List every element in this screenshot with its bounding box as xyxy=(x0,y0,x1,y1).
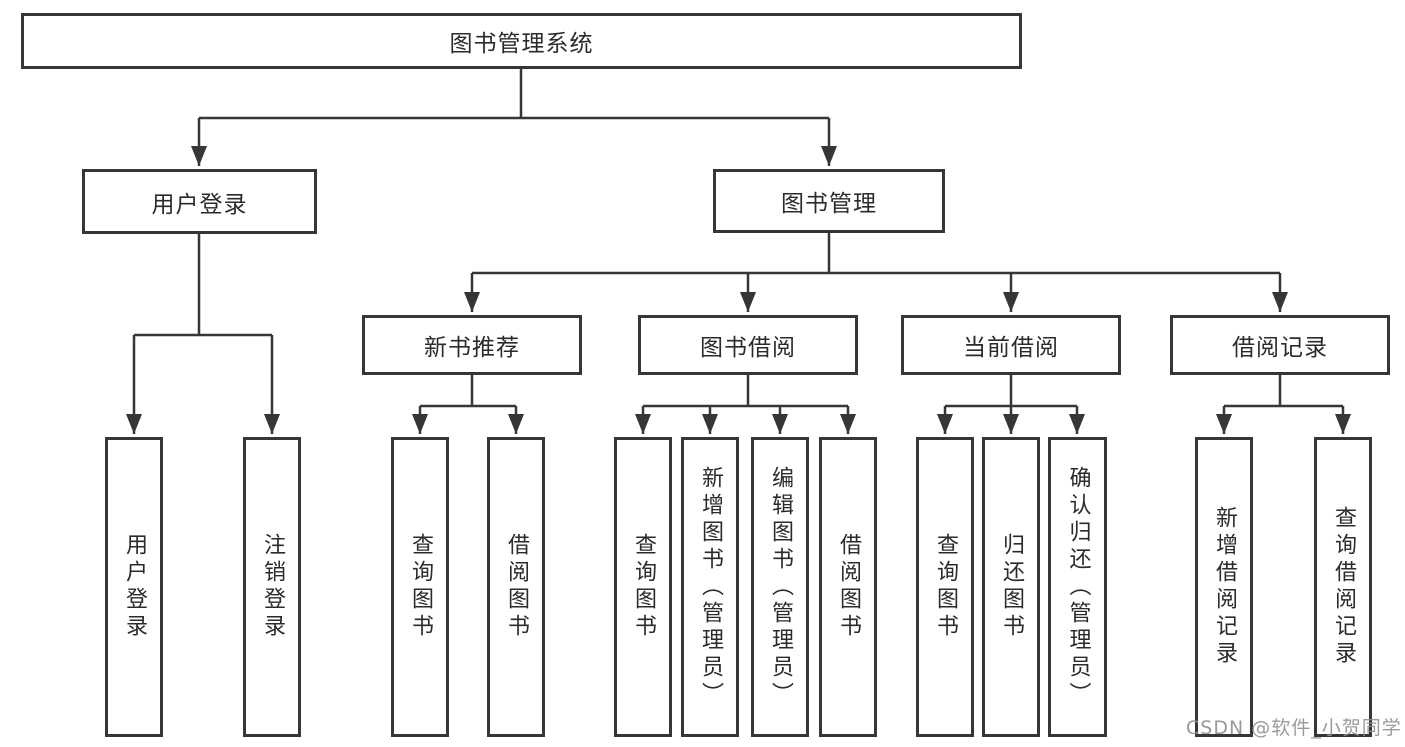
watermark: CSDN @软件_小贺同学 xyxy=(1186,717,1402,739)
edge-user-login-splitter xyxy=(134,234,272,337)
leaf-borrow-edit: 编辑图书（管理员） xyxy=(751,437,809,737)
edge-recommend-splitter xyxy=(420,375,516,408)
leaf-recommend-query: 查询图书 xyxy=(391,437,449,737)
edge-book-management-splitter xyxy=(472,232,1280,275)
edge-root-splitter xyxy=(199,69,829,120)
leaf-borrow-query: 查询图书 xyxy=(614,437,672,737)
leaf-recommend-borrow: 借阅图书 xyxy=(487,437,545,737)
leaf-records-query: 查询借阅记录 xyxy=(1314,437,1372,737)
edge-current-splitter xyxy=(945,375,1077,408)
leaf-records-add: 新增借阅记录 xyxy=(1195,437,1253,737)
edge-borrow-splitter xyxy=(643,375,848,408)
leaf-current-return: 归还图书 xyxy=(982,437,1040,737)
node-borrow-records: 借阅记录 xyxy=(1170,315,1390,375)
node-book-management: 图书管理 xyxy=(713,169,945,233)
leaf-current-query: 查询图书 xyxy=(916,437,974,737)
node-root: 图书管理系统 xyxy=(21,13,1022,69)
leaf-login-user: 用户登录 xyxy=(105,437,163,737)
node-new-book-recommend: 新书推荐 xyxy=(362,315,582,375)
leaf-current-confirm: 确认归还（管理员） xyxy=(1048,437,1107,737)
leaf-borrow-do: 借阅图书 xyxy=(819,437,877,737)
node-current-borrow: 当前借阅 xyxy=(901,315,1121,375)
leaf-logout: 注销登录 xyxy=(243,437,301,737)
leaf-borrow-add: 新增图书（管理员） xyxy=(681,437,739,737)
node-book-borrow: 图书借阅 xyxy=(638,315,858,375)
edge-records-splitter xyxy=(1224,375,1343,408)
node-user-login: 用户登录 xyxy=(82,169,317,234)
